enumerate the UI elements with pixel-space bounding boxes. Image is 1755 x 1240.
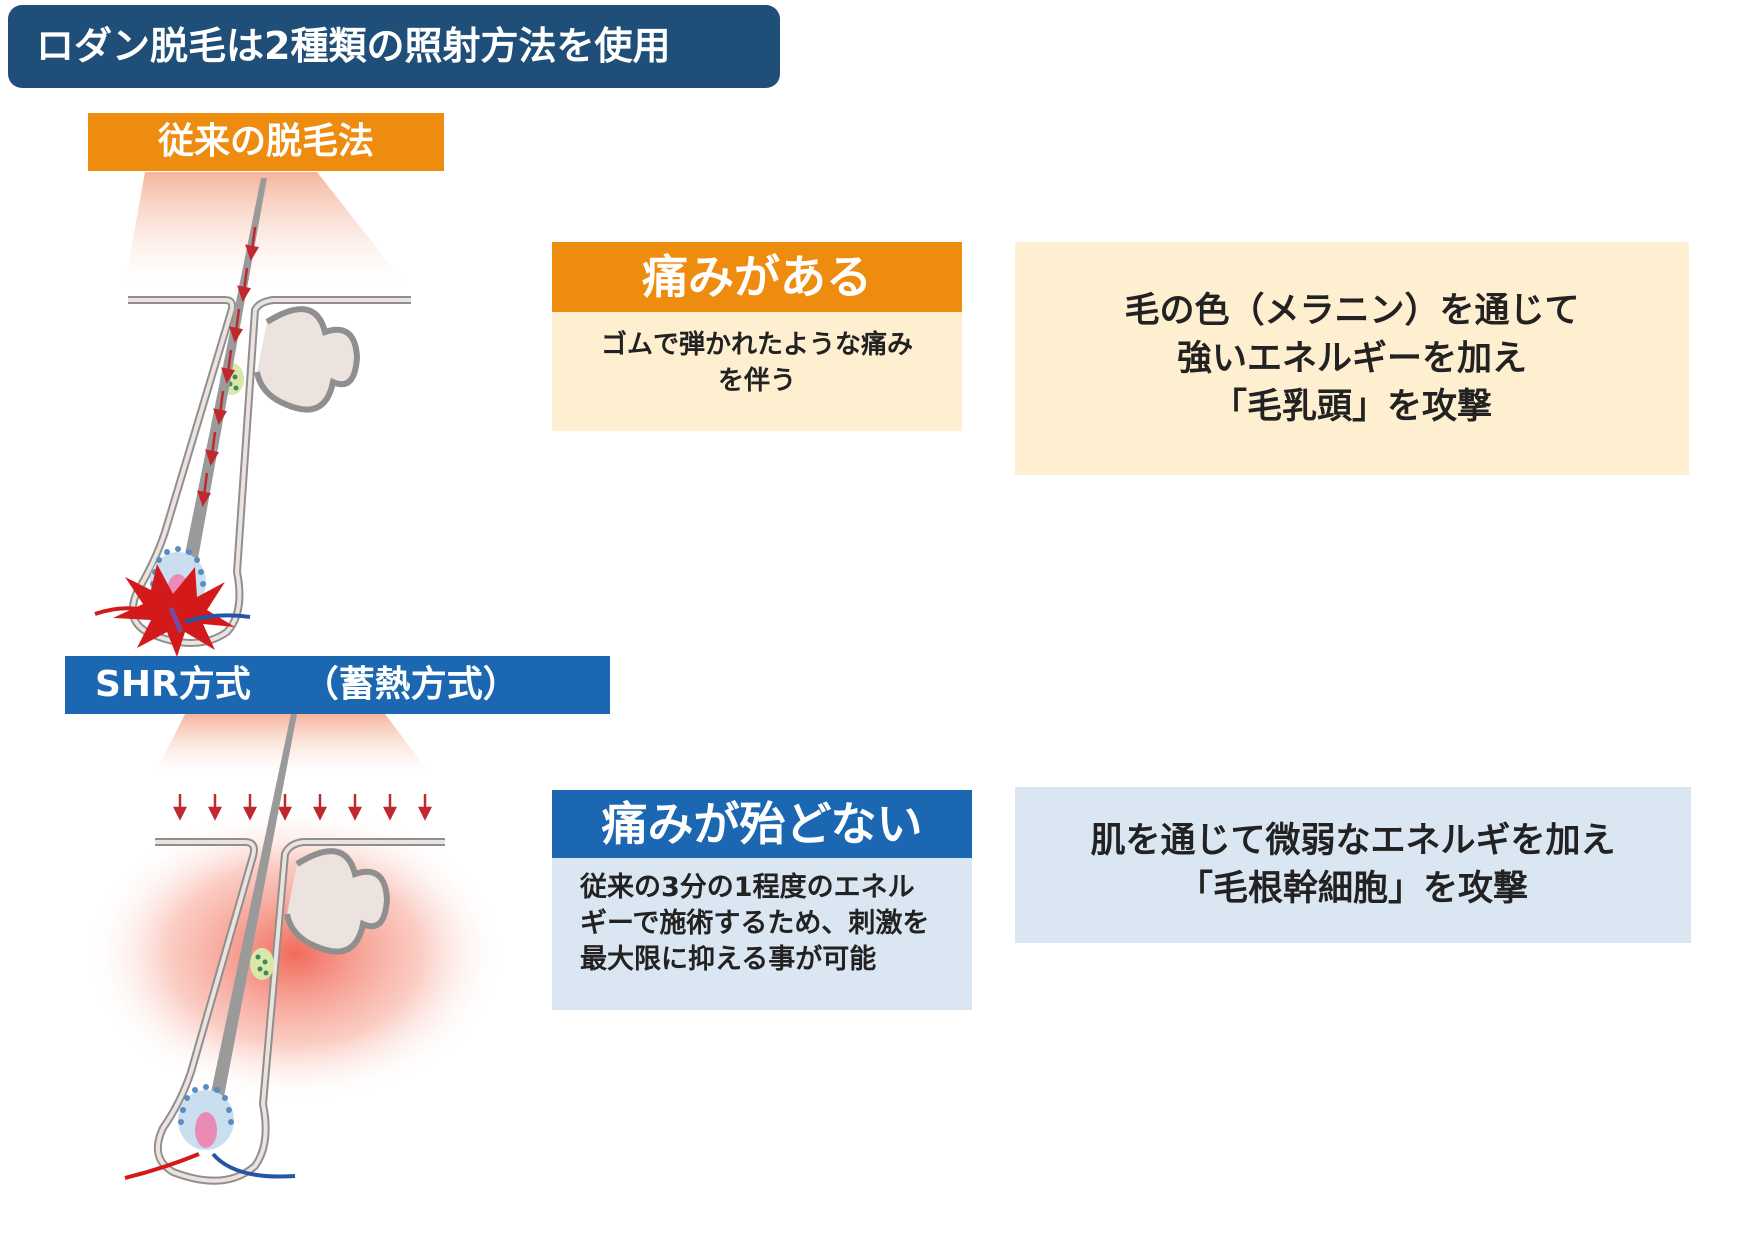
page-title: ロダン脱毛は2種類の照射方法を使用 (8, 5, 780, 88)
text-line: を伴う (717, 366, 796, 396)
hair-shaft (209, 714, 297, 1102)
shr-label-sub: （蓄熱方式） (302, 664, 519, 705)
distributed-energy-arrows (172, 794, 433, 821)
text-line: 最大限に抑える事が可能 (580, 944, 877, 975)
shr-hair-follicle-diagram (85, 714, 505, 1185)
shr-method-label: SHR方式 （蓄熱方式） (65, 656, 610, 714)
text-line: ギーで施術するため、刺激を (580, 908, 930, 939)
shr-description: 肌を通じて微弱なエネルギを加え 「毛根幹細胞」を攻撃 (1015, 787, 1691, 943)
sebaceous-gland (254, 306, 361, 413)
shr-pain-text: 従来の3分の1程度のエネル ギーで施術するため、刺激を 最大限に抑える事が可能 (552, 858, 972, 1010)
text-line: ゴムで弾かれたような痛み (600, 330, 913, 360)
conventional-method-label: 従来の脱毛法 (88, 113, 444, 171)
light-beam (155, 714, 430, 774)
shr-pain-heading: 痛みが殆どない (552, 790, 972, 858)
conventional-pain-heading: 痛みがある (552, 242, 962, 312)
conventional-description: 毛の色（メラニン）を通じて 強いエネルギーを加え 「毛乳頭」を攻撃 (1015, 242, 1689, 475)
conventional-hair-follicle-diagram (94, 172, 411, 657)
text-line: 従来の3分の1程度のエネル (580, 872, 915, 903)
text-line: 強いエネルギーを加え (1176, 338, 1527, 379)
dermal-papilla (195, 1112, 217, 1148)
text-line: 毛の色（メラニン）を通じて (1124, 290, 1580, 331)
shr-label-main: SHR方式 (95, 664, 251, 705)
heat-zone (85, 804, 505, 1104)
text-line: 「毛乳頭」を攻撃 (1211, 386, 1492, 427)
stem-cell-bulge (250, 948, 274, 980)
light-beam (125, 172, 405, 284)
text-line: 「毛根幹細胞」を攻撃 (1177, 869, 1528, 909)
conventional-pain-text: ゴムで弾かれたような痛み を伴う (552, 312, 962, 431)
energy-arrows (197, 226, 259, 507)
sebaceous-gland (284, 848, 391, 955)
text-line: 肌を通じて微弱なエネルギを加え (1090, 821, 1616, 861)
